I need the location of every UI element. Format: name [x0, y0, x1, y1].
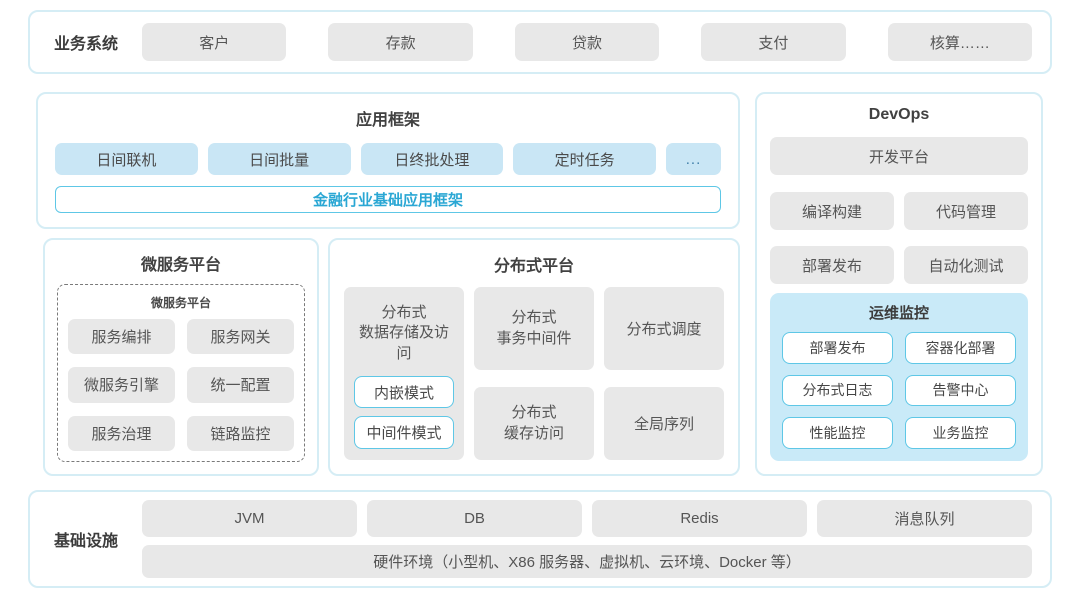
distributed-transaction-box: 分布式 事务中间件: [474, 287, 594, 370]
mon-containerized-deploy: 容器化部署: [905, 332, 1016, 364]
business-box-accounting: 核算……: [887, 23, 1033, 61]
infra-redis-box: Redis: [592, 500, 807, 537]
microservices-panel: 微服务平台 微服务平台 服务编排 服务网关 微服务引擎 统一配置 服务治理 链路…: [43, 238, 319, 476]
compile-build-box: 编译构建: [770, 192, 894, 230]
business-box-customer: 客户: [142, 23, 287, 61]
base-app-framework-box: 金融行业基础应用框架: [55, 186, 721, 213]
ms-service-orchestration: 服务编排: [68, 319, 175, 355]
ms-tracing-monitor: 链路监控: [187, 415, 294, 451]
module-daytime-online: 日间联机: [55, 143, 198, 175]
dev-platform-box: 开发平台: [770, 137, 1028, 175]
business-box-loan: 贷款: [514, 23, 660, 61]
distributed-scheduling-box: 分布式调度: [604, 287, 724, 370]
devops-title: DevOps: [868, 106, 930, 123]
hardware-environment-box: 硬件环境（小型机、X86 服务器、虚拟机、云环境、Docker 等）: [142, 545, 1032, 578]
infra-db-box: DB: [367, 500, 582, 537]
infrastructure-label: 基础设施: [53, 533, 118, 550]
ms-unified-config: 统一配置: [187, 367, 294, 403]
distributed-grid: 分布式 数据存储及访问 内嵌模式 中间件模式 分布式 事务中间件 分布式调度 分…: [344, 287, 724, 460]
devops-panel: DevOps 开发平台 编译构建 代码管理 部署发布 自动化测试 运维监控 部署…: [755, 92, 1043, 476]
module-more: ...: [666, 143, 721, 175]
distributed-title: 分布式平台: [493, 258, 574, 275]
ms-service-gateway: 服务网关: [187, 319, 294, 355]
module-daytime-batch: 日间批量: [207, 143, 351, 175]
infra-jvm-box: JVM: [142, 500, 357, 537]
devops-tools-grid: 编译构建 代码管理 部署发布 自动化测试: [770, 192, 1028, 284]
ops-monitoring-panel: 运维监控 部署发布 容器化部署 分布式日志 告警中心 性能监控 业务监控: [770, 293, 1028, 461]
mon-distributed-log: 分布式日志: [782, 374, 893, 407]
business-systems-label: 业务系统: [53, 36, 118, 53]
distributed-cache-box: 分布式 缓存访问: [474, 387, 594, 460]
ops-monitoring-title: 运维监控: [868, 305, 929, 322]
infra-mq-box: 消息队列: [817, 500, 1032, 537]
business-box-payment: 支付: [701, 23, 846, 61]
mon-deploy-release: 部署发布: [782, 332, 893, 364]
microservices-title: 微服务平台: [140, 257, 221, 274]
microservices-inner-title: 微服务平台: [150, 296, 211, 310]
microservices-dashed-box: 微服务平台 服务编排 服务网关 微服务引擎 统一配置 服务治理 链路监控: [57, 284, 305, 462]
deploy-release-box: 部署发布: [770, 246, 894, 284]
infrastructure-boxes: JVM DB Redis 消息队列 硬件环境（小型机、X86 服务器、虚拟机、云…: [142, 500, 1032, 578]
embedded-mode-box: 内嵌模式: [354, 375, 454, 409]
mon-performance-monitor: 性能监控: [782, 417, 893, 449]
business-systems-boxes: 客户 存款 贷款 支付 核算……: [142, 23, 1033, 61]
mon-business-monitor: 业务监控: [905, 417, 1016, 449]
middleware-mode-box: 中间件模式: [354, 416, 454, 449]
ms-microservice-engine: 微服务引擎: [68, 367, 175, 403]
module-scheduled-task: 定时任务: [513, 143, 656, 175]
app-framework-panel: 应用框架 日间联机 日间批量 日终批处理 定时任务 ... 金融行业基础应用框架: [36, 92, 740, 229]
distributed-storage-box: 分布式 数据存储及访问 内嵌模式 中间件模式: [344, 287, 464, 460]
infrastructure-row: JVM DB Redis 消息队列: [142, 500, 1032, 537]
automated-testing-box: 自动化测试: [904, 246, 1028, 284]
global-sequence-box: 全局序列: [604, 387, 724, 460]
microservices-grid: 服务编排 服务网关 微服务引擎 统一配置 服务治理 链路监控: [68, 319, 294, 451]
app-framework-title: 应用框架: [355, 112, 420, 129]
business-systems-panel: 业务系统 客户 存款 贷款 支付 核算……: [28, 10, 1052, 74]
app-framework-modules: 日间联机 日间批量 日终批处理 定时任务 ...: [55, 143, 721, 175]
distributed-panel: 分布式平台 分布式 数据存储及访问 内嵌模式 中间件模式 分布式 事务中间件 分…: [328, 238, 740, 476]
infrastructure-panel: 基础设施 JVM DB Redis 消息队列 硬件环境（小型机、X86 服务器、…: [28, 490, 1052, 588]
business-box-deposit: 存款: [328, 23, 473, 61]
mon-alert-center: 告警中心: [905, 374, 1016, 407]
code-management-box: 代码管理: [904, 192, 1028, 230]
ms-service-governance: 服务治理: [68, 415, 175, 451]
ops-monitoring-grid: 部署发布 容器化部署 分布式日志 告警中心 性能监控 业务监控: [782, 332, 1016, 449]
distributed-storage-label: 分布式 数据存储及访问: [358, 304, 449, 362]
module-eod-batch: 日终批处理: [360, 143, 504, 175]
